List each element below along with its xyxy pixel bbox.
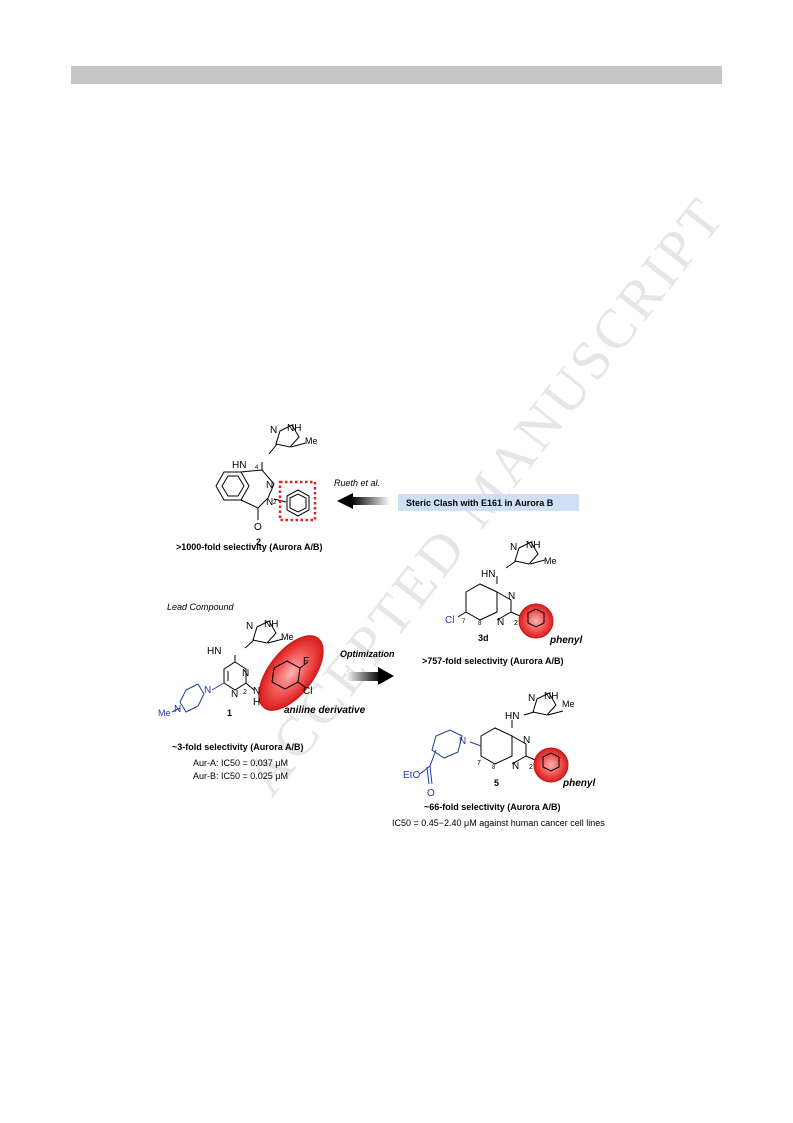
c5-phenyl: phenyl [562, 778, 595, 789]
c1-me-pip: Me [158, 708, 171, 718]
c3d-n: N [510, 542, 517, 553]
c1-npyr2: N [231, 689, 238, 700]
c1-hn: HN [207, 646, 221, 657]
c1-number: 1 [227, 708, 232, 718]
c1-ic50-b: Aur-B: IC50 = 0.025 μM [193, 771, 288, 781]
c1-cl: Cl [303, 686, 312, 697]
c3d-caption: >757-fold selectivity (Aurora A/B) [422, 656, 563, 666]
c1-npip1: N [204, 685, 211, 696]
c3d-pos7: 7 [462, 619, 466, 625]
compound-2: NH N Me HN 4 N N 2 O 2 >1000-fold select… [176, 423, 322, 552]
c5-nh: NH [544, 691, 558, 702]
c3d-number: 3d [478, 633, 489, 643]
c3d-n1: N [508, 591, 515, 602]
c5-n1: N [523, 735, 530, 746]
compound-3d: NH N Me HN N N Cl 7 8 2 3d phenyl >757-f… [422, 540, 582, 666]
c3d-pos8: 8 [478, 621, 482, 627]
c1-derivative: aniline derivative [284, 705, 366, 716]
c2-caption: >1000-fold selectivity (Aurora A/B) [176, 542, 322, 552]
c1-npyr1: N [242, 668, 249, 679]
c1-aniline-h: H [253, 697, 260, 708]
lead-label: Lead Compound [167, 602, 235, 612]
reference-arrow: Rueth et al. [334, 478, 390, 509]
c5-eto: EtO [403, 770, 420, 781]
c5-me: Me [562, 699, 575, 709]
c1-aniline-n: N [253, 686, 260, 697]
c2-pos4: 4 [255, 465, 259, 471]
c1-f: F [303, 656, 309, 667]
c2-n1: N [266, 480, 273, 491]
c2-pos2: 2 [273, 500, 277, 506]
steric-clash-box [398, 494, 579, 511]
c2-n: N [270, 425, 277, 436]
c3d-nh: NH [526, 540, 540, 551]
c5-pos2: 2 [529, 764, 533, 771]
optimization-label: Optimization [340, 649, 395, 659]
c2-me: Me [305, 436, 318, 446]
c1-me: Me [281, 632, 294, 642]
c2-number: 2 [256, 537, 261, 547]
c3d-cl: Cl [445, 615, 454, 626]
c3d-phenyl: phenyl [549, 635, 582, 646]
c2-nh: NH [287, 423, 301, 434]
c3d-me: Me [544, 556, 557, 566]
header-bar [71, 66, 722, 84]
c1-n: N [246, 621, 253, 632]
c1-nh: NH [264, 619, 278, 630]
steric-clash-label: Steric Clash with E161 in Aurora B [406, 498, 554, 508]
c1-pos2: 2 [243, 689, 247, 696]
c3d-n2: N [497, 617, 504, 628]
c5-o: O [427, 788, 435, 799]
c5-ic50: IC50 = 0.45−2.40 μM against human cancer… [392, 818, 605, 828]
c5-n2: N [512, 761, 519, 772]
c5-npip: N [459, 736, 466, 747]
c3d-pos2: 2 [514, 620, 518, 627]
c1-caption: ~3-fold selectivity (Aurora A/B) [172, 742, 303, 752]
c1-npip2: N [174, 704, 181, 715]
optimization-arrow: Optimization [340, 649, 395, 685]
c5-caption: ~66-fold selectivity (Aurora A/B) [424, 802, 560, 812]
c1-ic50-a: Aur-A: IC50 = 0.037 μM [193, 758, 288, 768]
c2-n2: N [266, 497, 273, 508]
compound-1: Lead Compound NH N Me HN N N 2 N N Me N … [158, 602, 366, 781]
compound-5: NH N Me HN N N N EtO O 7 8 2 5 phenyl ~6… [392, 691, 605, 828]
c2-o: O [254, 522, 262, 533]
c5-hn: HN [505, 711, 519, 722]
c5-n: N [528, 693, 535, 704]
c5-pos8: 8 [492, 765, 496, 771]
ref-label: Rueth et al. [334, 478, 380, 488]
c3d-hn: HN [481, 569, 495, 580]
c5-number: 5 [494, 778, 499, 788]
c2-hn: HN [232, 460, 246, 471]
c5-pos7: 7 [477, 760, 481, 767]
